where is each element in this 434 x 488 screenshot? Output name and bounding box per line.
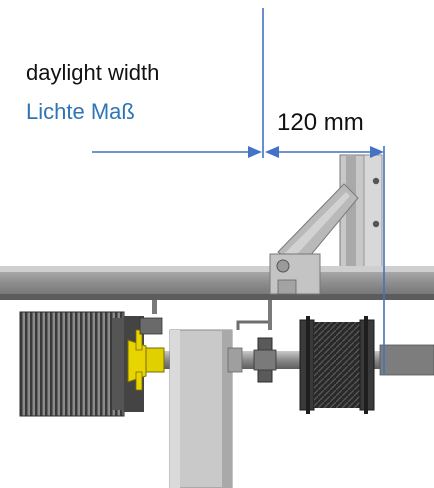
arrow-head-left-icon	[265, 146, 279, 158]
mounting-plate	[269, 253, 321, 295]
arrow-head-right-icon	[248, 146, 262, 158]
horizontal-beam	[0, 266, 434, 300]
label-daylight-width: daylight width	[26, 60, 160, 85]
torsion-spring	[19, 311, 125, 417]
winding-cone	[124, 316, 165, 412]
vertical-mounting-bracket	[339, 154, 383, 274]
label-lichte-mass: Lichte Maß	[26, 99, 135, 124]
central-support	[169, 329, 243, 488]
beam-hangers	[152, 300, 272, 330]
cable-drum	[299, 316, 375, 414]
dimension-annotation	[92, 8, 385, 374]
bolt-icon	[372, 220, 380, 228]
arrow-head-right-icon	[370, 146, 384, 158]
dimension-label: 120 mm	[277, 109, 364, 136]
bolt-icon	[372, 177, 380, 185]
shaft-clamp	[253, 337, 277, 383]
